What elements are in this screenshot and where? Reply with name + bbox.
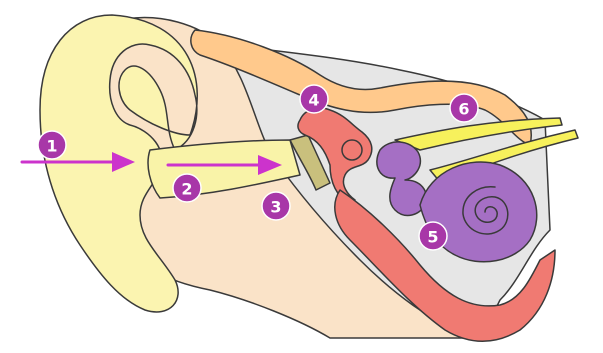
marker-2-label: 2 — [181, 180, 192, 199]
marker-6: 6 — [450, 94, 478, 122]
marker-6-label: 6 — [458, 100, 469, 119]
marker-3: 3 — [262, 192, 290, 220]
marker-4: 4 — [300, 85, 328, 113]
marker-5: 5 — [419, 222, 447, 250]
marker-3-label: 3 — [270, 198, 281, 217]
marker-1-label: 1 — [46, 137, 57, 156]
marker-2: 2 — [173, 174, 201, 202]
marker-4-label: 4 — [308, 91, 319, 110]
marker-1: 1 — [38, 131, 66, 159]
anvil-loop — [342, 140, 362, 160]
marker-5-label: 5 — [427, 228, 438, 247]
